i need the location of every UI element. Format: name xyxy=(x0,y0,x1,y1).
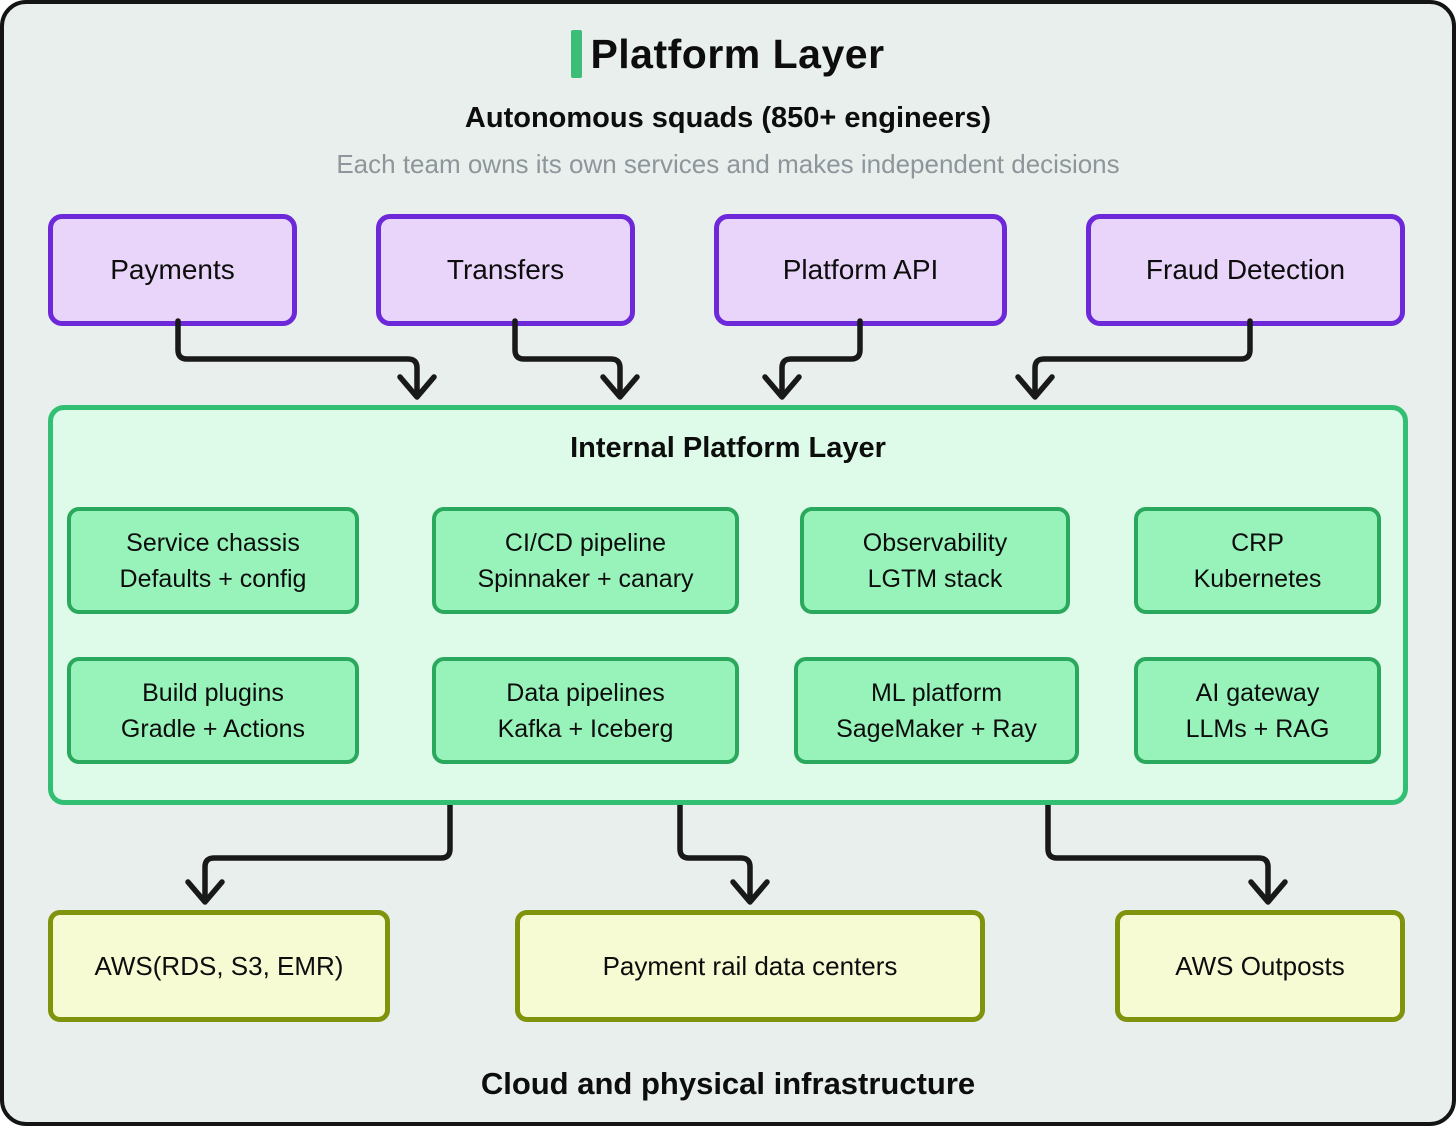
service-line2: SageMaker + Ray xyxy=(836,714,1037,743)
service-box-crp: CRP Kubernetes xyxy=(1134,507,1381,614)
arrow-platform-api-to-platform xyxy=(779,318,863,398)
infra-box-aws-outposts: AWS Outposts xyxy=(1115,910,1405,1022)
service-line1: Build plugins xyxy=(142,678,284,707)
arrow-platform-to-aws xyxy=(202,797,453,903)
arrow-payments-head-icon xyxy=(397,374,437,400)
service-line1: ML platform xyxy=(870,678,1003,707)
service-line1: AI gateway xyxy=(1195,678,1320,707)
arrow-fraud-to-platform xyxy=(1032,318,1253,398)
service-box-ai-gateway: AI gateway LLMs + RAG xyxy=(1134,657,1381,764)
squad-label: Platform API xyxy=(782,254,939,285)
service-box-observability: Observability LGTM stack xyxy=(800,507,1070,614)
infra-label: AWS(RDS, S3, EMR) xyxy=(94,950,344,981)
squad-box-transfers: Transfers xyxy=(376,214,635,326)
squad-box-fraud-detection: Fraud Detection xyxy=(1086,214,1405,326)
infra-box-payment-rail-data-centers: Payment rail data centers xyxy=(515,910,985,1022)
arrow-transfers-to-platform xyxy=(512,318,623,398)
infrastructure-caption: Cloud and physical infrastructure xyxy=(480,1066,976,1101)
service-line1: Observability xyxy=(862,528,1008,557)
arrow-payment-rail-head-icon xyxy=(730,879,770,905)
service-line1: Data pipelines xyxy=(506,678,665,707)
infra-box-aws: AWS(RDS, S3, EMR) xyxy=(48,910,390,1022)
title-accent-bar-icon xyxy=(571,30,583,78)
service-box-data-pipelines: Data pipelines Kafka + Iceberg xyxy=(432,657,739,764)
arrow-platform-to-outposts xyxy=(1045,797,1271,903)
service-line2: Kafka + Iceberg xyxy=(497,714,674,743)
infra-label: AWS Outposts xyxy=(1175,950,1345,981)
arrow-fraud-head-icon xyxy=(1015,374,1055,400)
arrow-platform-to-payment-rail xyxy=(677,797,753,903)
description-text: Each team owns its own services and make… xyxy=(336,149,1120,179)
internal-platform-box: Internal Platform Layer Service chassis … xyxy=(48,405,1408,805)
arrow-transfers-head-icon xyxy=(600,374,640,400)
page-title: Platform Layer xyxy=(590,30,885,77)
title-row: Platform Layer xyxy=(4,30,1452,78)
service-box-ml-platform: ML platform SageMaker + Ray xyxy=(794,657,1079,764)
service-box-cicd-pipeline: CI/CD pipeline Spinnaker + canary xyxy=(432,507,739,614)
infra-label: Payment rail data centers xyxy=(602,950,898,981)
squad-label: Fraud Detection xyxy=(1145,254,1346,285)
service-line2: Spinnaker + canary xyxy=(477,564,694,593)
arrow-aws-head-icon xyxy=(185,879,225,905)
service-line1: CI/CD pipeline xyxy=(504,528,667,557)
service-line1: Service chassis xyxy=(126,528,300,557)
diagram-header: Platform Layer Autonomous squads (850+ e… xyxy=(4,4,1452,180)
arrow-platform-api-head-icon xyxy=(762,374,802,400)
arrow-payments-to-platform xyxy=(175,318,420,398)
arrow-outposts-head-icon xyxy=(1248,879,1288,905)
squad-label: Transfers xyxy=(446,254,565,285)
squad-box-platform-api: Platform API xyxy=(714,214,1007,326)
service-line1: CRP xyxy=(1231,528,1284,557)
squad-label: Payments xyxy=(110,254,235,285)
service-box-build-plugins: Build plugins Gradle + Actions xyxy=(67,657,359,764)
squad-box-payments: Payments xyxy=(48,214,297,326)
service-line2: Gradle + Actions xyxy=(120,714,306,743)
service-line2: Kubernetes xyxy=(1193,564,1322,593)
service-box-service-chassis: Service chassis Defaults + config xyxy=(67,507,359,614)
service-line2: Defaults + config xyxy=(119,564,307,593)
internal-platform-title: Internal Platform Layer xyxy=(570,432,886,464)
subtitle: Autonomous squads (850+ engineers) xyxy=(464,102,992,134)
service-line2: LGTM stack xyxy=(867,564,1003,593)
service-line2: LLMs + RAG xyxy=(1185,714,1330,743)
